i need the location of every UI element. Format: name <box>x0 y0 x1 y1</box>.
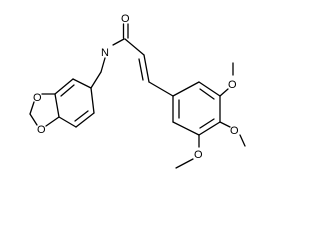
bond-ar-4 <box>198 121 221 136</box>
bond-ar-4-inner <box>199 118 215 129</box>
atom-label-methoxy-o-3: O <box>194 149 203 161</box>
bond-bz-5 <box>75 112 95 128</box>
bond-bz-2 <box>54 78 74 95</box>
atom-label-methoxy-o-1: O <box>228 79 237 91</box>
bond-bz-1 <box>72 78 92 89</box>
bond-c1-c2 <box>124 38 145 56</box>
atom-labels: O N O O O O O <box>33 13 239 161</box>
bond-ome2-me <box>239 134 246 147</box>
bond-bz-4 <box>58 116 77 128</box>
atom-label-ring-o-top: O <box>33 92 42 104</box>
bond-c2-c3-inner <box>138 58 144 81</box>
bond-ch2-ar <box>90 71 102 89</box>
bonds <box>29 23 246 169</box>
bond-bz-5-inner <box>74 110 89 122</box>
bond-ar-2 <box>198 81 221 97</box>
bond-dx-4 <box>45 116 60 127</box>
bond-c1-n <box>112 38 125 46</box>
bond-ar-1 <box>172 81 200 97</box>
atom-label-amide-n: N <box>101 47 109 59</box>
bond-bz-3 <box>54 93 60 118</box>
atom-label-carbonyl-o: O <box>121 13 130 25</box>
bond-c2-c3 <box>143 54 150 83</box>
bond-ome1-o <box>219 88 229 97</box>
bond-c3-ar <box>148 81 174 97</box>
structure-diagram: O N O O O O O <box>29 13 246 169</box>
bond-bz-2-inner <box>60 84 75 97</box>
bond-ar-2-inner <box>199 88 215 100</box>
bond-ar-5 <box>172 121 200 136</box>
bond-n-ch2 <box>100 57 106 73</box>
atom-label-methoxy-o-2: O <box>230 125 239 137</box>
bond-dx-2 <box>29 101 35 115</box>
bond-bz-6 <box>90 87 95 114</box>
bond-ome3-me <box>175 158 194 169</box>
bond-dx-3 <box>29 113 38 126</box>
bond-ome2-o <box>219 121 231 128</box>
atom-label-ring-o-bottom: O <box>37 124 46 136</box>
